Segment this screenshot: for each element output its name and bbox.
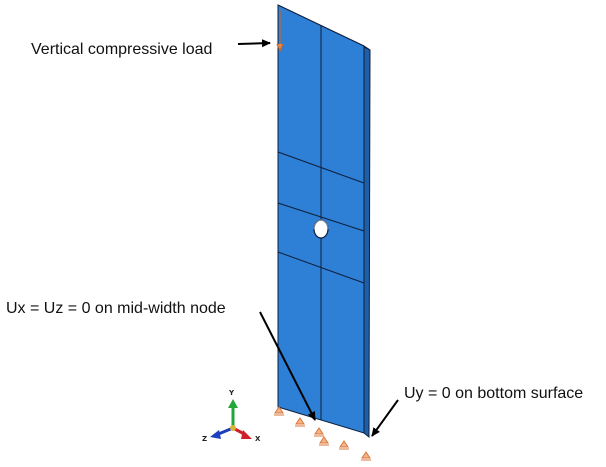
mid-node-arrow bbox=[259, 311, 316, 421]
mid-node-annotation: Ux = Uz = 0 on mid-width node bbox=[6, 300, 226, 317]
plate-partition-upper bbox=[277, 151, 365, 184]
bc-symbol bbox=[295, 417, 305, 427]
bottom-surface-annotation: Uy = 0 on bottom surface bbox=[404, 385, 584, 402]
bc-symbol bbox=[314, 427, 324, 437]
load-arrow bbox=[237, 39, 271, 48]
load-annotation: Vertical compressive load bbox=[31, 41, 213, 58]
bottom-arrow bbox=[371, 399, 399, 437]
plate-side-face bbox=[363, 45, 371, 439]
bc-symbol bbox=[274, 406, 284, 416]
x-axis-label: X bbox=[255, 435, 261, 443]
load-symbol bbox=[276, 10, 284, 53]
bc-symbol bbox=[319, 436, 329, 446]
y-axis-label: Y bbox=[229, 389, 235, 397]
bc-symbol bbox=[339, 440, 349, 450]
bc-symbol bbox=[361, 451, 371, 461]
bc-symbols bbox=[274, 406, 371, 461]
axis-triad bbox=[210, 399, 252, 439]
plate-partition-mid bbox=[277, 202, 365, 232]
plate-partition-lower bbox=[277, 251, 365, 284]
z-axis-label: Z bbox=[202, 435, 208, 443]
